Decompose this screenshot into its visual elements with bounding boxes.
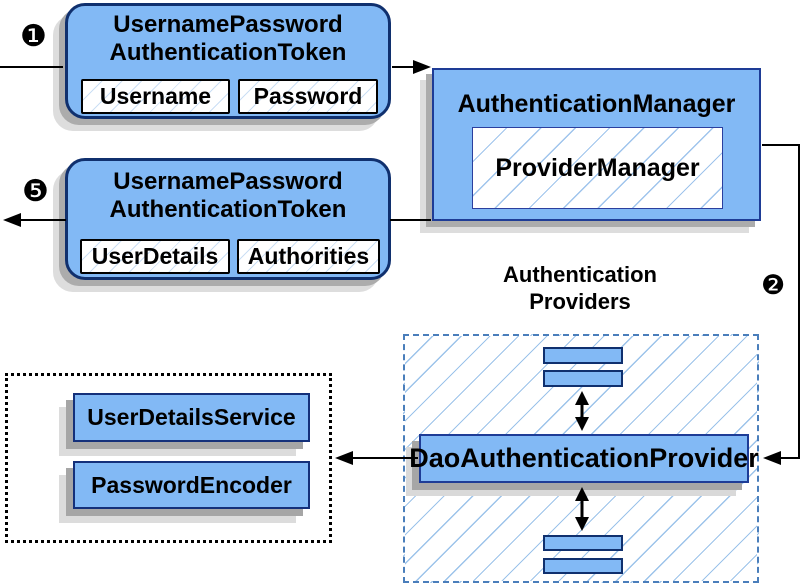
authentication-manager-box: AuthenticationManager ProviderManager [432, 68, 761, 221]
connector-manager-to-provider [762, 144, 800, 465]
providers-heading-line2: Providers [529, 289, 631, 314]
username-password-token-request: UsernamePassword AuthenticationToken Use… [65, 3, 391, 119]
step-1-badge: ❶ [20, 20, 47, 53]
step-5-badge: ❺ [22, 175, 49, 208]
other-provider-rect [543, 558, 623, 574]
providers-heading: Authentication Providers [450, 261, 710, 315]
provider-manager-box: ProviderManager [472, 127, 723, 209]
password-field-box: Password [238, 79, 378, 114]
token-title-line1: UsernamePassword [113, 168, 343, 195]
username-password-token-response: UsernamePassword AuthenticationToken Use… [65, 158, 391, 280]
authentication-manager-title: AuthenticationManager [457, 90, 736, 118]
providers-heading-line1: Authentication [503, 262, 657, 287]
userdetails-field-box: UserDetails [80, 239, 230, 274]
username-field-box: Username [81, 79, 230, 114]
other-provider-rect [543, 347, 623, 364]
password-encoder-box: PasswordEncoder [73, 461, 310, 509]
other-provider-rect [543, 370, 623, 387]
authorities-field-box: Authorities [237, 239, 380, 274]
token-title: UsernamePassword AuthenticationToken [68, 11, 388, 67]
connector-token-to-manager [392, 60, 431, 74]
other-provider-rect [543, 535, 623, 551]
dao-authentication-provider-box: DaoAuthenticationProvider [409, 434, 759, 483]
step-2-badge: ❷ [761, 270, 786, 300]
connector-response-out [3, 213, 66, 227]
user-details-service-box: UserDetailsService [73, 393, 310, 442]
token-title-line2: AuthenticationToken [109, 39, 347, 66]
token-title-line1: UsernamePassword [113, 11, 343, 38]
token-title-line2: AuthenticationToken [109, 196, 347, 223]
token-title: UsernamePassword AuthenticationToken [68, 168, 388, 224]
